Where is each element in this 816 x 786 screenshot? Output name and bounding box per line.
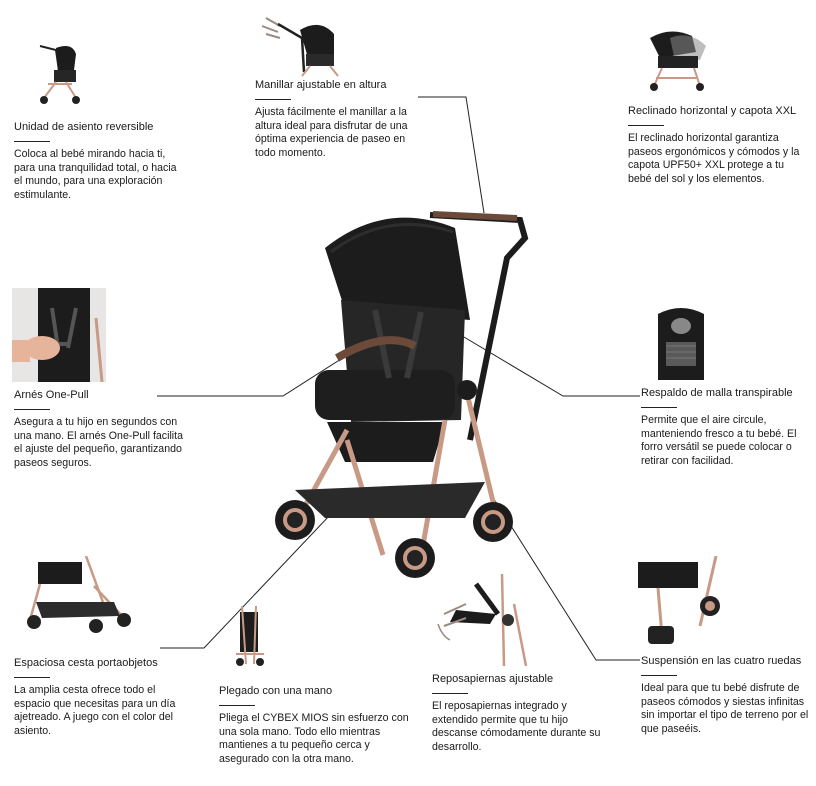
feature-title: Suspensión en las cuatro ruedas	[641, 655, 802, 667]
divider	[641, 675, 677, 676]
feature-description: Ideal para que tu bebé disfrute de paseo…	[641, 682, 809, 735]
feature-description: Asegura a tu hijo en segundos con una ma…	[14, 416, 183, 469]
feature-title: Arnés One-Pull	[14, 389, 89, 401]
stroller-image	[255, 200, 535, 585]
recline-canopy-image	[640, 26, 710, 92]
feature-mesh-backrest: Respaldo de malla transpirable Permite q…	[641, 386, 811, 468]
divider	[641, 407, 677, 408]
feature-recline-canopy: Reclinado horizontal y capota XXL El rec…	[628, 104, 810, 186]
feature-description: Ajusta fácilmente el manillar a la altur…	[255, 106, 408, 159]
divider	[628, 125, 664, 126]
divider	[432, 693, 468, 694]
leader-handlebar	[418, 96, 485, 214]
feature-description: El reclinado horizontal garantiza paseos…	[628, 132, 800, 185]
leader-basket	[160, 495, 349, 649]
feature-legrest: Reposapiernas ajustable El reposapiernas…	[432, 672, 610, 754]
reversible-seat-image	[26, 40, 86, 106]
mesh-backrest-image	[650, 302, 712, 382]
feature-title: Reclinado horizontal y capota XXL	[628, 105, 797, 117]
feature-description: Coloca al bebé mirando hacia ti, para un…	[14, 148, 177, 201]
feature-one-hand-fold: Plegado con una mano Pliega el CYBEX MIO…	[219, 684, 415, 766]
feature-basket: Espaciosa cesta portaobjetos La amplia c…	[14, 656, 186, 738]
feature-harness: Arnés One-Pull Asegura a tu hijo en segu…	[14, 388, 192, 470]
feature-title: Unidad de asiento reversible	[14, 121, 154, 133]
divider	[14, 677, 50, 678]
feature-description: Permite que el aire circule, manteniendo…	[641, 414, 797, 467]
feature-title: Plegado con una mano	[219, 685, 333, 697]
handlebar-image	[258, 12, 344, 78]
feature-description: La amplia cesta ofrece todo el espacio q…	[14, 684, 176, 737]
feature-title: Reposapiernas ajustable	[432, 673, 554, 685]
leader-harness	[157, 351, 353, 397]
legrest-image	[436, 574, 528, 666]
basket-image	[20, 556, 138, 640]
feature-description: Pliega el CYBEX MIOS sin esfuerzo con un…	[219, 712, 409, 765]
folded-stroller-image	[232, 604, 268, 668]
feature-title: Manillar ajustable en altura	[255, 79, 387, 91]
feature-suspension: Suspensión en las cuatro ruedas Ideal pa…	[641, 654, 811, 736]
feature-title: Espaciosa cesta portaobjetos	[14, 657, 158, 669]
suspension-image	[638, 556, 726, 646]
feature-title: Respaldo de malla transpirable	[641, 387, 793, 399]
divider	[219, 705, 255, 706]
leader-suspension	[491, 495, 640, 661]
feature-handlebar: Manillar ajustable en altura Ajusta fáci…	[255, 78, 427, 160]
divider	[14, 409, 50, 410]
harness-image	[12, 288, 106, 382]
divider	[14, 141, 50, 142]
leader-mesh	[431, 317, 640, 397]
divider	[255, 99, 291, 100]
feature-reversible-seat: Unidad de asiento reversible Coloca al b…	[14, 120, 184, 202]
feature-description: El reposapiernas integrado y extendido p…	[432, 700, 601, 753]
